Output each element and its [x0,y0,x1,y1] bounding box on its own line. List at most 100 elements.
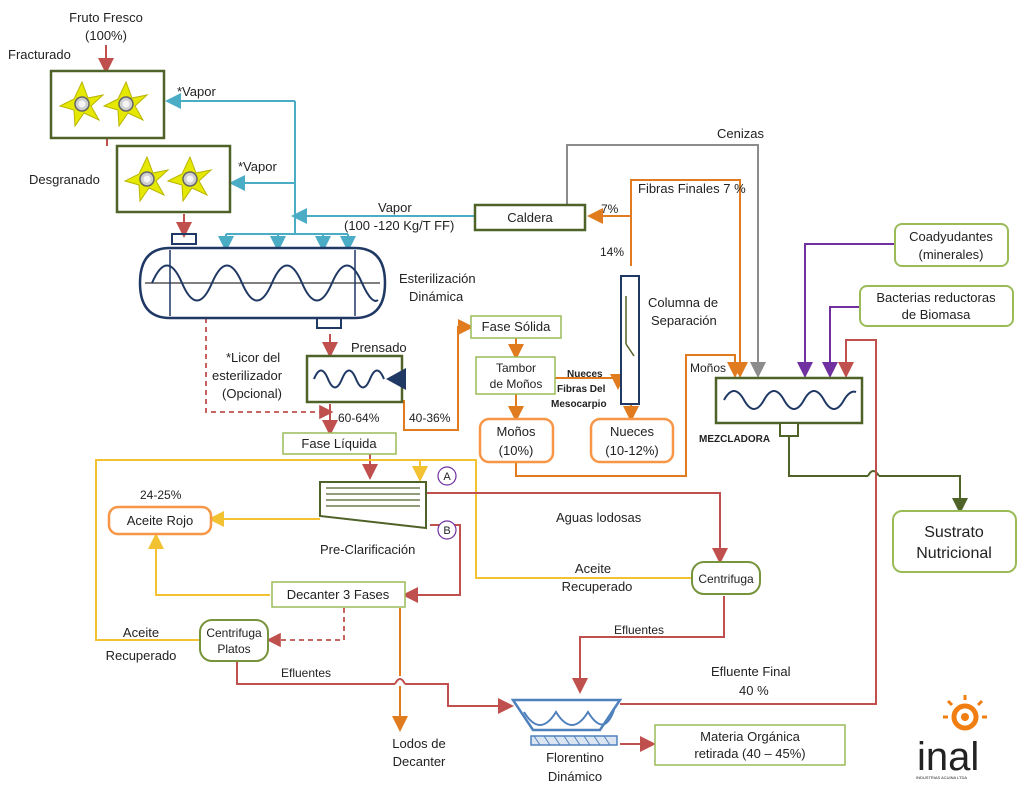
vapor-label-1: *Vapor [177,84,216,99]
lodos-label-2: Decanter [393,754,446,769]
esterilizacion-tank [138,233,387,329]
aceite-recuperado-a-2: Recuperado [562,579,633,594]
prensado-box [305,354,406,404]
marker-b [437,520,457,540]
pct-60-64-label: 60-64% [338,411,380,425]
materia-label-2: retirada (40 – 45%) [694,746,805,761]
columna-label-2: Separación [651,313,717,328]
flow-efluentes-platos [236,662,510,706]
aceite-rojo-box [107,505,213,536]
pre-clarificacion-tank [319,481,427,530]
aceite-recuperado-a-1: Aceite [575,561,611,576]
nueces-box [589,417,675,464]
decanter-box [271,581,406,608]
bacterias-label-2: de Biomasa [902,307,971,322]
efluentes-label-2: Efluentes [281,666,331,680]
bacterias-label-1: Bacterias reductoras [876,290,996,305]
sustrato-box [892,510,1017,573]
flow-aceite-recuperado-left [95,459,428,641]
materia-label-1: Materia Orgánica [700,729,800,744]
pct-24-25-label: 24-25% [140,488,182,502]
flow-efluentes-centrifuga [572,596,725,694]
monos-box [478,417,555,464]
pct-14-label: 14% [600,245,624,259]
nueces-box-label-2: (10-12%) [605,443,658,458]
monos-arrow-label: Moños [690,361,726,375]
nueces-box-label-1: Nueces [610,424,655,439]
aceite-rojo-label: Aceite Rojo [127,513,193,528]
fase-liquida-box [282,432,397,455]
columna-label-1: Columna de [648,295,718,310]
monos-box-label-1: Moños [496,424,536,439]
press-cone-icon [386,368,406,390]
tambor-label-1: Tambor [496,361,536,375]
fibras-finales-label: Fibras Finales 7 % [638,181,746,196]
fruto-fresco-pct: (100%) [85,28,127,43]
inal-wordmark: inal [917,735,979,779]
coadyudantes-label-2: (minerales) [918,247,983,262]
nueces-side-label: Nueces [567,369,603,380]
flow-efluentes-hop [394,678,406,685]
flow-cenizas [566,144,766,378]
flow-mezcladora-hop [867,470,880,477]
flow-bacterias [822,306,860,378]
materia-organica-box [654,724,846,766]
vapor-rate-label: (100 -120 Kg/T FF) [344,218,454,233]
flow-licor-dashed [205,318,334,420]
coadyudantes-box [894,223,1009,267]
desgranado-label: Desgranado [29,172,100,187]
inal-logo: inal INDUSTRIAS ACUINA LTDA [916,695,987,780]
decanter-label: Decanter 3 Fases [287,587,390,602]
licor-label-1: *Licor del [226,350,280,365]
bacterias-box [859,285,1014,327]
aceite-recuperado-b-1: Aceite [123,625,159,640]
tambor-box [475,356,556,395]
flow-aceite-recuperado-right [420,459,692,579]
pct-7-label: 7% [601,202,619,216]
marker-a [437,466,457,486]
marker-b-label: B [443,525,450,537]
marker-a-label: A [443,471,451,483]
florentino-label-2: Dinámico [548,769,602,784]
licor-label-2: esterilizador [212,368,283,383]
fruto-fresco-label: Fruto Fresco [69,10,143,25]
centrifuga-platos-label-1: Centrifuga [206,626,262,640]
flow-decanter-to-platos-dashed [266,608,345,648]
flow-efluente-final [620,339,877,705]
aguas-lodosas-label: Aguas lodosas [556,510,642,525]
caldera-box [473,203,587,232]
flow-prensado-to-fase-solida [403,319,474,431]
cenizas-label: Cenizas [717,126,764,141]
prensado-label: Prensado [351,340,407,355]
vapor-main-label: Vapor [378,200,412,215]
sustrato-label-1: Sustrato [924,524,984,541]
fase-liquida-label: Fase Líquida [301,436,377,451]
centrifuga-label: Centrifuga [698,572,754,586]
centrifuga-box [691,561,761,595]
monos-box-label-2: (10%) [499,443,534,458]
tambor-label-2: de Moños [490,377,543,391]
flow-coadyudantes [797,243,895,378]
inal-tagline: INDUSTRIAS ACUINA LTDA [916,775,967,780]
licor-label-3: (Opcional) [222,386,282,401]
fracturado-box [49,69,166,140]
esterilizacion-label-1: Esterilización [399,271,476,286]
fase-solida-label: Fase Sólida [482,319,551,334]
centrifuga-platos-box [199,619,269,662]
pct-40-36-label: 40-36% [409,411,451,425]
esterilizacion-label-2: Dinámica [409,289,464,304]
mesocarpio-label: Mesocarpio [551,399,607,410]
flow-decanter-to-aceite-rojo [148,533,270,596]
flow-tambor-to-columna [554,374,626,390]
columna-separacion [620,275,640,405]
mezcladora-label: MEZCLADORA [699,434,770,445]
efluentes-label-1: Efluentes [614,623,664,637]
desgranado-box [115,144,232,214]
flow-fibras-finales [630,179,748,378]
lodos-label-1: Lodos de [392,736,446,751]
centrifuga-platos-label-2: Platos [217,642,250,656]
flow-aguas-lodosas [426,492,728,564]
vapor-label-2: *Vapor [238,159,277,174]
sustrato-label-2: Nutricional [916,545,992,562]
